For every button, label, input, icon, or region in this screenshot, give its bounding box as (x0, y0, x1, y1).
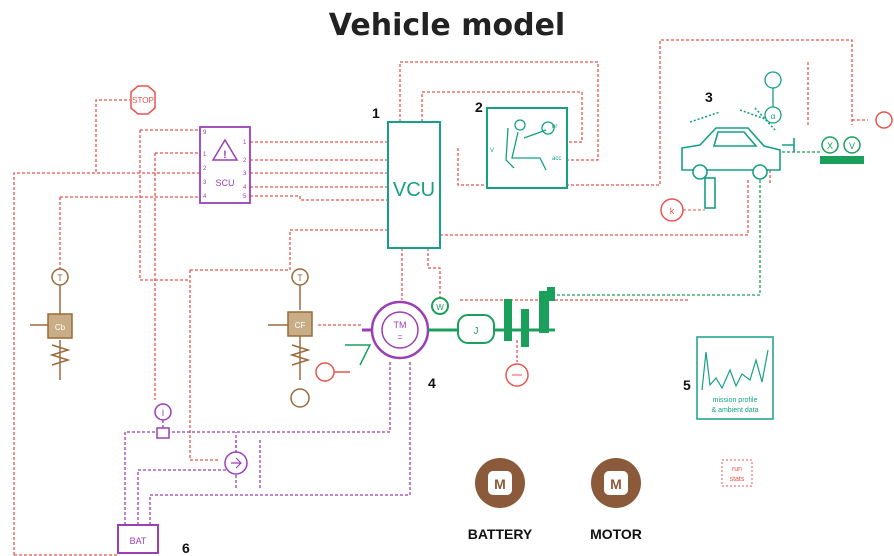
svg-text:T: T (57, 273, 63, 283)
svg-text:1: 1 (203, 152, 207, 158)
electrical-wires (124, 360, 411, 525)
svg-text:k: k (670, 206, 675, 216)
svg-text:J: J (474, 326, 479, 337)
battery-legend-icon: M BATTERY (468, 458, 533, 542)
battery-label: BAT (130, 536, 147, 546)
svg-text:2: 2 (203, 166, 207, 172)
svg-text:3: 3 (203, 180, 207, 186)
label-5: 5 (683, 377, 691, 393)
svg-text:T: T (297, 273, 303, 283)
svg-text:stats: stats (730, 476, 745, 483)
svg-text:=: = (397, 332, 402, 342)
motor-legend-icon: M MOTOR (590, 458, 642, 542)
svg-text:4: 4 (203, 194, 207, 200)
run-stats-button[interactable]: run stats (721, 459, 753, 487)
svg-text:3: 3 (243, 171, 247, 177)
cf-label: CF (295, 321, 306, 330)
svg-text:V: V (490, 148, 494, 154)
motor-legend-label: MOTOR (590, 526, 642, 542)
stop-sign-label: STOP (132, 96, 154, 105)
road-slope-icon: α (764, 71, 782, 124)
label-6: 6 (182, 540, 190, 556)
cb-label: Cb (55, 323, 66, 332)
cf-block[interactable]: T CF (287, 268, 350, 408)
vcu-label: VCU (393, 179, 435, 201)
signal-wires (13, 39, 868, 556)
current-sensor[interactable]: I (154, 403, 172, 439)
svg-text:1: 1 (243, 140, 247, 146)
svg-text:br: br (552, 124, 557, 130)
output-circle-icon (875, 111, 893, 129)
svg-text:W: W (436, 303, 444, 312)
svg-text:4: 4 (243, 185, 247, 191)
svg-text:X: X (827, 141, 833, 151)
battery-legend-label: BATTERY (468, 526, 533, 542)
brake-torque-input (505, 363, 529, 387)
driver-block[interactable]: br acc V (486, 107, 568, 189)
battery-block[interactable]: BAT (117, 524, 159, 554)
svg-text:& ambient data: & ambient data (711, 407, 758, 414)
svg-text:5: 5 (243, 194, 247, 200)
thermal-wires (30, 285, 301, 380)
svg-text:I: I (162, 408, 165, 418)
dc-converter-icon (224, 451, 248, 475)
vehicle-car-icon[interactable] (681, 107, 795, 209)
svg-text:M: M (610, 476, 622, 492)
svg-text:V: V (849, 141, 855, 151)
svg-text:!: ! (223, 149, 227, 161)
svg-text:acc: acc (552, 156, 561, 162)
stop-sign: STOP (130, 85, 156, 115)
mechanical-wires (555, 151, 822, 296)
svg-text:α: α (771, 112, 776, 121)
vcu-block[interactable]: VCU (387, 121, 441, 249)
svg-text:mission profile: mission profile (713, 397, 758, 404)
scu-label: SCU (215, 178, 234, 188)
label-1: 1 (372, 105, 380, 121)
svg-text:2: 2 (243, 158, 247, 164)
label-3: 3 (705, 89, 713, 105)
x-sensor-icon: X (821, 136, 839, 154)
motor-heat-port (345, 344, 372, 366)
cb-block[interactable]: T Cb (47, 268, 73, 366)
diagram-title: Vehicle model (328, 8, 566, 43)
svg-text:run: run (732, 466, 742, 473)
drivetrain[interactable]: W J (428, 287, 555, 347)
mission-profile-block[interactable]: mission profile & ambient data (696, 336, 774, 420)
v-sensor-icon: V (820, 136, 864, 164)
scu-block[interactable]: ! SCU 9 1 2 3 4 1 2 3 4 5 (199, 126, 251, 204)
k-input-icon: k (660, 198, 705, 222)
svg-text:M: M (494, 476, 506, 492)
label-2: 2 (475, 99, 483, 115)
tm-label: TM (394, 320, 407, 330)
label-4: 4 (428, 375, 436, 391)
driver-seat-icon (505, 119, 555, 171)
svg-text:9: 9 (203, 130, 207, 136)
